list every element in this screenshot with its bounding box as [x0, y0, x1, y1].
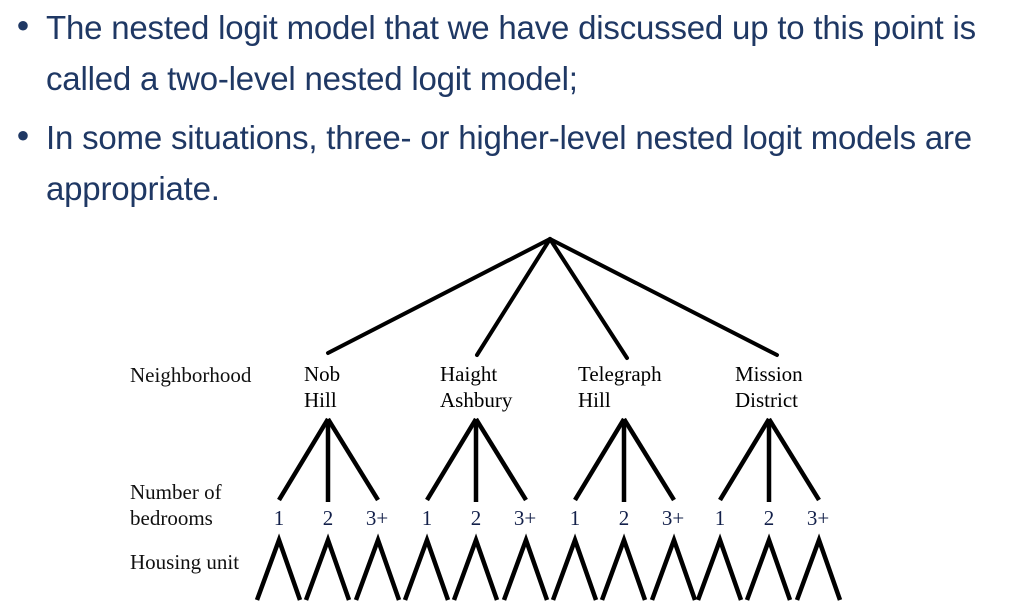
- root-edge-4: [548, 237, 779, 357]
- bedroom-leaf-label: 2: [470, 506, 482, 530]
- housing-unit-lambda: [794, 533, 843, 601]
- neighborhood-node-mission-district-line1: Mission: [735, 362, 803, 386]
- root-branch-edges: [326, 237, 779, 360]
- bullet-point-icon: •: [13, 117, 33, 156]
- bedroom-leaf-label: 2: [763, 506, 775, 530]
- neighborhood-node-haight-ashbury-line2: Ashbury: [440, 388, 513, 412]
- neighborhood-node-mission-district-line2: District: [735, 388, 798, 412]
- bedroom-leaf-label: 3+: [661, 506, 685, 530]
- nested-logit-tree-diagram: Neighborhood Number of bedrooms Housing …: [0, 225, 1017, 608]
- root-edge-1: [326, 237, 552, 355]
- bedroom-leaf-label: 1: [421, 506, 433, 530]
- fan-edge: [622, 417, 676, 502]
- bullet-item: • The nested logit model that we have di…: [0, 0, 1017, 104]
- level-label-housing-unit: Housing unit: [130, 550, 240, 574]
- nest-fan-edges: [277, 417, 821, 502]
- root-edge-2: [475, 237, 552, 357]
- bedroom-leaf-label: 2: [618, 506, 630, 530]
- housing-unit-lambda: [695, 533, 744, 601]
- fan-edge: [573, 417, 626, 502]
- bedroom-leaf-label: 3+: [365, 506, 389, 530]
- neighborhood-node-haight-ashbury-line1: Haight: [440, 362, 498, 386]
- housing-unit-lambda: [353, 533, 402, 601]
- fan-edge: [767, 417, 821, 502]
- bedroom-leaf-label: 1: [273, 506, 285, 530]
- fan-edge: [277, 417, 330, 502]
- housing-unit-lambda: [402, 533, 451, 601]
- neighborhood-node-telegraph-hill-line2: Hill: [578, 388, 611, 412]
- neighborhood-node-telegraph-hill-line1: Telegraph: [578, 362, 662, 386]
- bullet-point-icon: •: [13, 7, 33, 46]
- bullet-item: • In some situations, three- or higher-l…: [0, 104, 1017, 214]
- fan-edge: [718, 417, 771, 502]
- housing-unit-lambda: [303, 533, 352, 601]
- tree-edges-svg: [254, 237, 843, 601]
- root-edge-3: [548, 237, 629, 360]
- housing-unit-lambda: [550, 533, 599, 601]
- housing-unit-lambda: [451, 533, 500, 601]
- fan-edge: [474, 417, 528, 502]
- housing-unit-lambda: [501, 533, 550, 601]
- bullet-list: • The nested logit model that we have di…: [0, 0, 1017, 214]
- fan-edge: [326, 417, 380, 502]
- bedroom-leaf-label: 1: [714, 506, 726, 530]
- bedroom-leaf-label: 1: [569, 506, 581, 530]
- housing-unit-lambda: [254, 533, 303, 601]
- neighborhood-node-nob-hill-line1: Nob: [304, 362, 341, 386]
- bedroom-leaf-label: 2: [322, 506, 334, 530]
- housing-unit-lambda: [744, 533, 793, 601]
- level-label-neighborhood: Neighborhood: [130, 363, 252, 387]
- fan-edge: [425, 417, 478, 502]
- bedroom-leaf-label: 3+: [513, 506, 537, 530]
- neighborhood-node-nob-hill-line2: Hill: [304, 388, 337, 412]
- bullet-text: In some situations, three- or higher-lev…: [46, 119, 972, 207]
- level-label-bedrooms-line1: Number of: [130, 480, 222, 504]
- bullet-text: The nested logit model that we have disc…: [46, 9, 976, 97]
- level-label-bedrooms-line2: bedrooms: [130, 506, 213, 530]
- bedroom-leaf-label: 3+: [806, 506, 830, 530]
- housing-unit-lambda: [599, 533, 648, 601]
- housing-unit-lambda: [649, 533, 698, 601]
- housing-unit-lambdas: [254, 533, 843, 601]
